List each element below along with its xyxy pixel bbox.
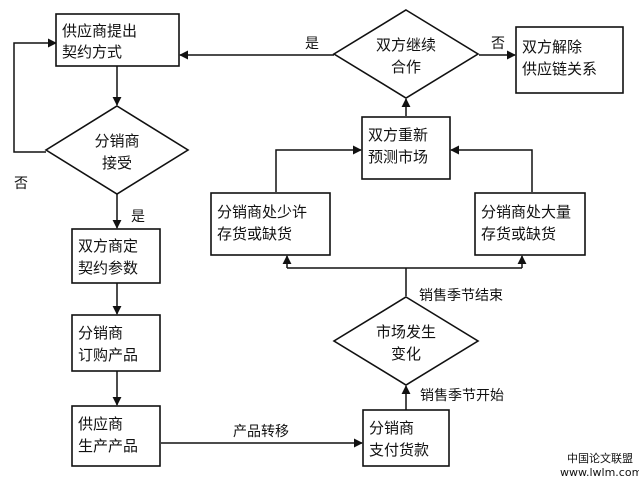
edge-accept-no-loop [13, 38, 57, 153]
node-supplier-produce-line2: 生产产品 [78, 437, 138, 455]
node-distributor-order-line1: 分销商 [78, 324, 123, 342]
node-distributor-pay-line1: 分销商 [369, 419, 414, 437]
node-distributor-accept: 分销商 接受 [44, 105, 190, 195]
node-distributor-pay-line2: 支付货款 [369, 441, 429, 459]
node-terminate-line1: 双方解除 [522, 38, 582, 56]
watermark-line1: 中国论文联盟 [567, 451, 633, 465]
node-repredict-line2: 预测市场 [368, 148, 428, 166]
edge-high-to-repredict [450, 145, 533, 192]
node-supplier-produce: 供应商 生产产品 [71, 405, 161, 467]
node-supplier-produce-line1: 供应商 [78, 415, 123, 433]
node-low-stock: 分销商处少许 存货或缺货 [210, 192, 331, 256]
node-market-change-line2: 变化 [391, 345, 421, 363]
label-season-end: 销售季节结束 [419, 288, 503, 304]
node-distributor-pay: 分销商 支付货款 [362, 409, 450, 467]
node-distributor-order: 分销商 订购产品 [71, 314, 161, 372]
node-distributor-accept-line1: 分销商 [94, 132, 139, 150]
node-high-stock-line2: 存货或缺货 [481, 225, 556, 243]
node-set-params-line1: 双方商定 [78, 237, 138, 255]
node-supplier-contract-line2: 契约方式 [62, 43, 122, 61]
label-no-left: 否 [14, 176, 28, 192]
node-distributor-accept-line2: 接受 [102, 154, 132, 172]
node-set-params: 双方商定 契约参数 [71, 228, 161, 284]
node-repredict-line1: 双方重新 [368, 126, 428, 144]
node-terminate: 双方解除 供应链关系 [515, 26, 624, 94]
watermark-line2: www.lwlm.com [560, 466, 639, 479]
node-high-stock-line1: 分销商处大量 [481, 203, 571, 221]
edge-low-to-repredict [275, 145, 362, 192]
label-no-top: 否 [491, 36, 505, 52]
node-continue-coop-line1: 双方继续 [376, 36, 436, 54]
node-continue-coop: 双方继续 合作 [332, 9, 480, 99]
node-low-stock-line2: 存货或缺货 [217, 225, 292, 243]
connectors [13, 38, 533, 448]
node-repredict: 双方重新 预测市场 [361, 116, 451, 180]
node-continue-coop-line2: 合作 [391, 58, 421, 76]
node-terminate-line2: 供应链关系 [522, 60, 597, 78]
node-supplier-contract: 供应商提出 契约方式 [55, 13, 180, 67]
node-low-stock-line1: 分销商处少许 [217, 203, 307, 221]
node-market-change-line1: 市场发生 [376, 323, 436, 341]
node-distributor-order-line2: 订购产品 [78, 346, 138, 364]
node-set-params-line2: 契约参数 [78, 259, 138, 277]
node-market-change: 市场发生 变化 [332, 296, 480, 386]
label-yes-left: 是 [131, 209, 145, 225]
node-high-stock: 分销商处大量 存货或缺货 [474, 192, 586, 256]
label-yes-top: 是 [305, 36, 319, 52]
label-season-start: 销售季节开始 [420, 388, 504, 404]
label-product-transfer: 产品转移 [233, 424, 289, 440]
node-supplier-contract-line1: 供应商提出 [62, 22, 137, 40]
